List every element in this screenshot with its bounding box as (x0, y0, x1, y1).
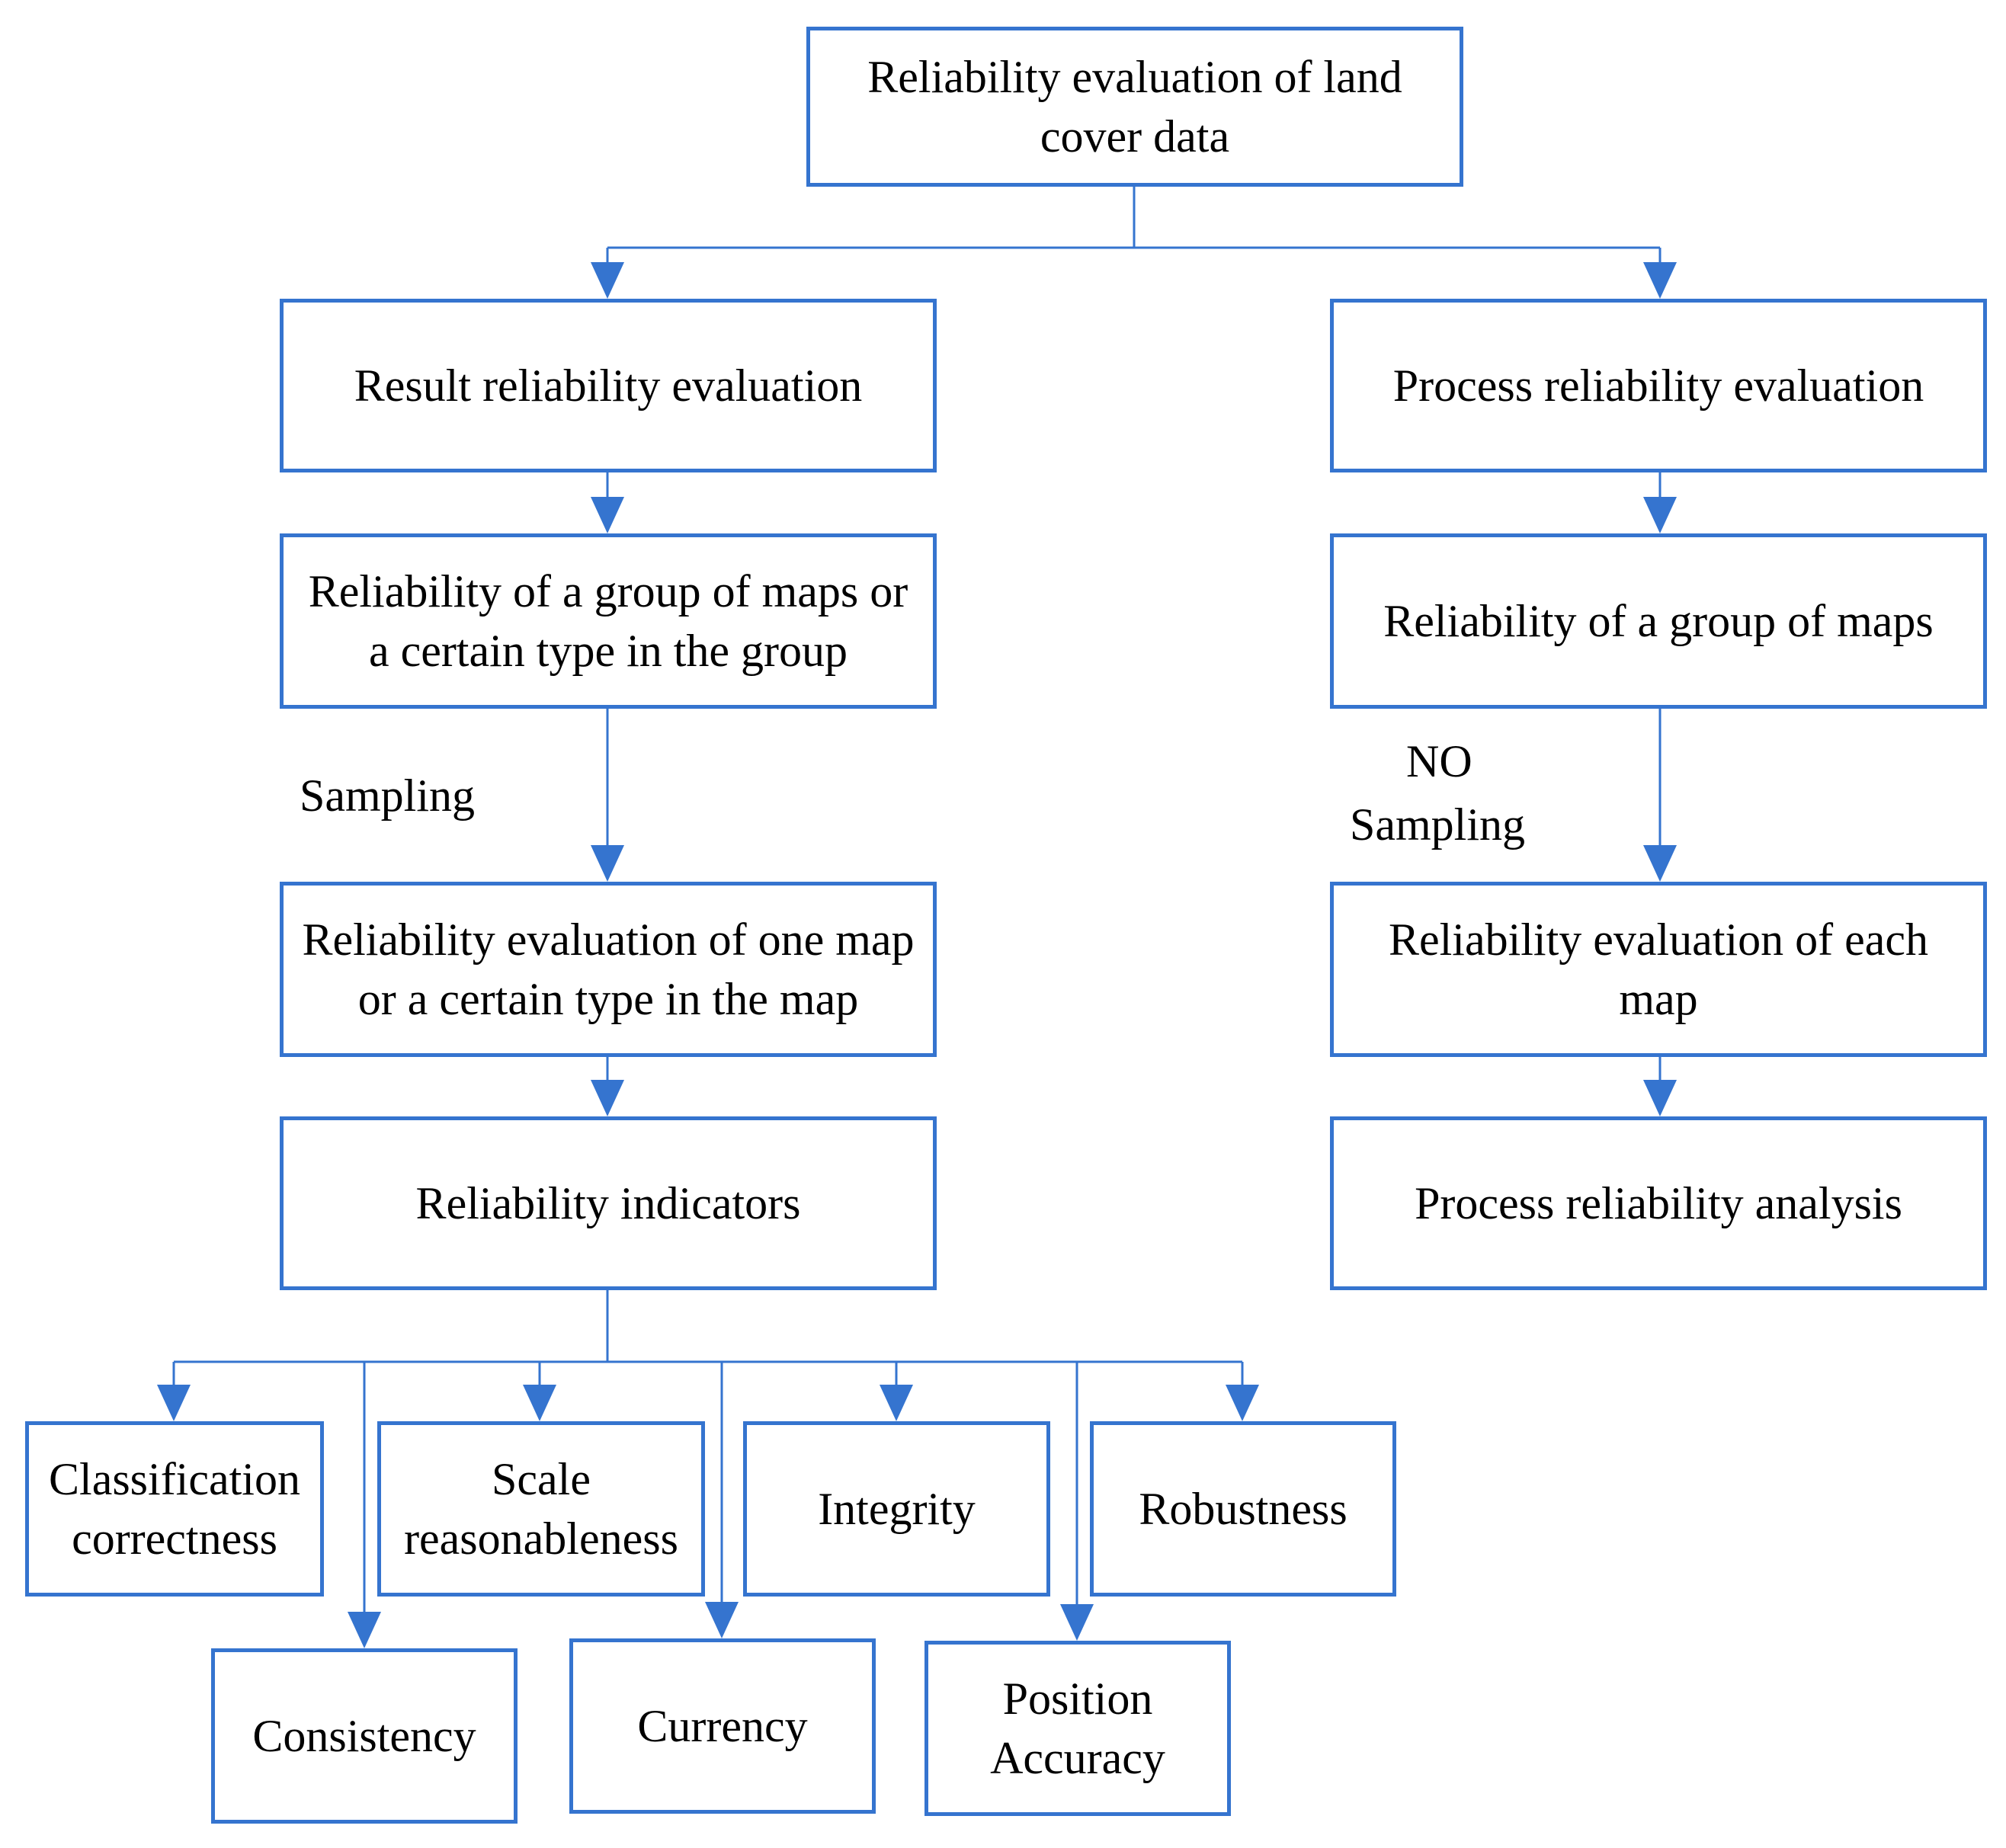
arrow-to-process-evaluation-arrowhead (1643, 262, 1677, 299)
node-robustness: Robustness (1090, 1421, 1396, 1597)
arrow-group-to-one-map-arrowhead (591, 845, 624, 882)
arrow-to-position-accuracy-arrowhead (1060, 1604, 1094, 1641)
node-consistency: Consistency (211, 1648, 518, 1824)
node-process-group-reliability: Reliability of a group of maps (1330, 533, 1987, 709)
edge-label-sampling: Sampling (300, 770, 476, 821)
node-result-one-map: Reliability evaluation of one map or a c… (280, 882, 937, 1057)
node-reliability-indicators: Reliability indicators (280, 1116, 937, 1290)
node-integrity: Integrity (743, 1421, 1050, 1597)
arrow-one-map-to-indicators-arrowhead (591, 1080, 624, 1116)
arrow-result-to-group-arrowhead (591, 497, 624, 533)
arrow-process-to-group-arrowhead (1643, 497, 1677, 533)
node-root: Reliability evaluation of land cover dat… (806, 27, 1463, 187)
node-currency: Currency (569, 1638, 876, 1814)
node-scale-reasonableness: Scale reasonableness (377, 1421, 705, 1597)
node-process-reliability-analysis: Process reliability analysis (1330, 1116, 1987, 1290)
node-result-reliability-evaluation: Result reliability evaluation (280, 299, 937, 472)
node-position-accuracy: Position Accuracy (924, 1641, 1231, 1816)
edge-label-no: NO (1406, 736, 1472, 786)
arrow-to-scale-reasonableness-arrowhead (523, 1385, 556, 1421)
arrow-to-consistency-arrowhead (348, 1612, 381, 1648)
node-classification-correctness: Classification correctness (25, 1421, 324, 1597)
edge-label-no-sampling: Sampling (1350, 799, 1526, 850)
arrow-to-classification-correctness-arrowhead (157, 1385, 191, 1421)
node-process-reliability-evaluation: Process reliability evaluation (1330, 299, 1987, 472)
arrow-to-integrity-arrowhead (880, 1385, 913, 1421)
node-process-each-map: Reliability evaluation of each map (1330, 882, 1987, 1057)
arrow-to-robustness-arrowhead (1226, 1385, 1259, 1421)
node-result-group-reliability: Reliability of a group of maps or a cert… (280, 533, 937, 709)
arrow-group-to-each-map-arrowhead (1643, 845, 1677, 882)
arrow-to-result-evaluation-arrowhead (591, 262, 624, 299)
arrow-each-map-to-analysis-arrowhead (1643, 1080, 1677, 1116)
arrow-to-currency-arrowhead (705, 1602, 739, 1638)
